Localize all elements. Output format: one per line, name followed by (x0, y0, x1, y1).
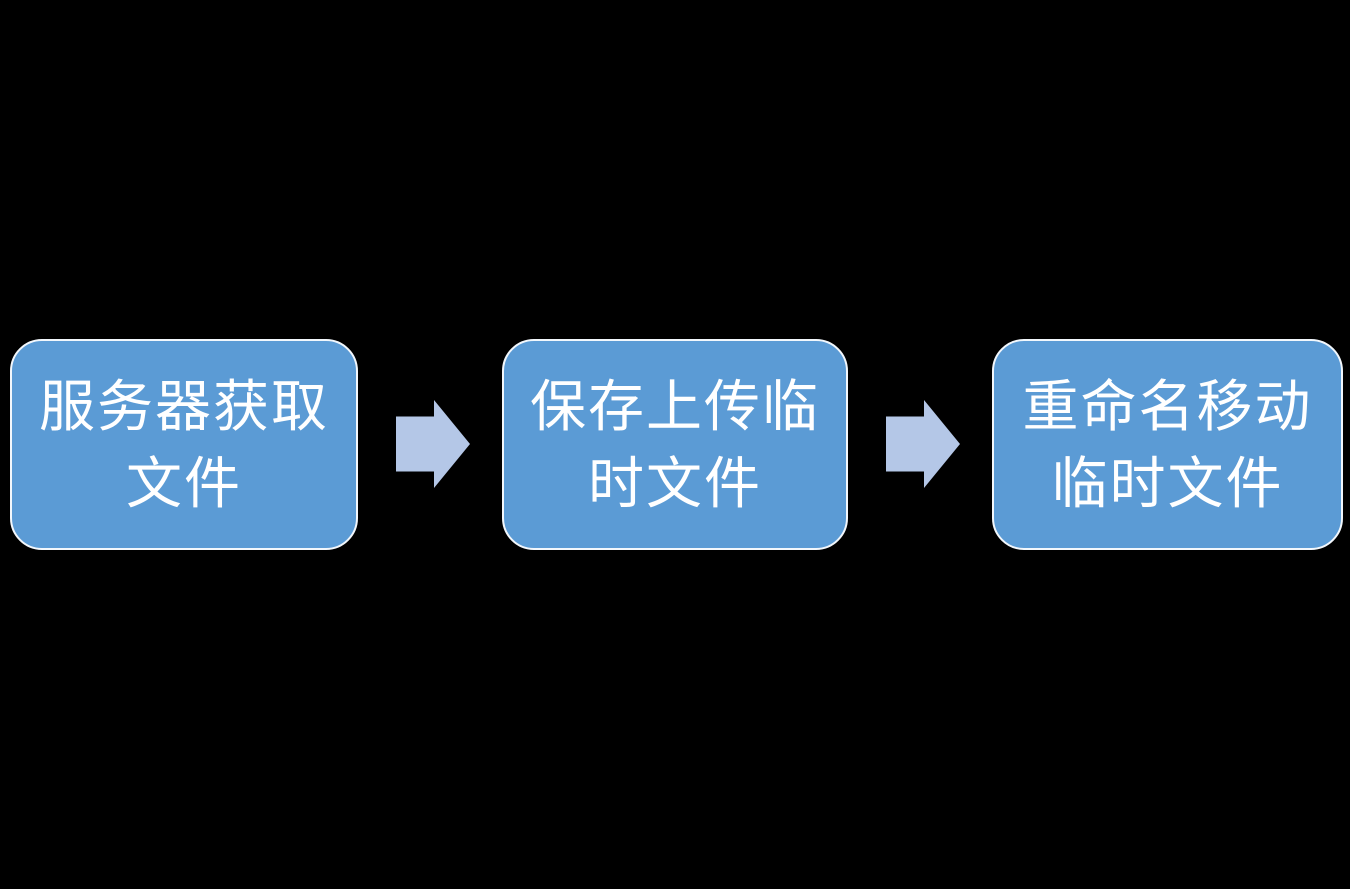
right-arrow-icon (396, 400, 470, 488)
process-step-2: 保存上传临 时文件 (502, 339, 848, 550)
process-step-1: 服务器获取 文件 (10, 339, 358, 550)
step-2-label-line1: 保存上传临 (530, 374, 820, 438)
step-2-label-line2: 时文件 (588, 451, 762, 515)
right-arrow-icon (886, 400, 960, 488)
step-1-label-line2: 文件 (126, 451, 242, 515)
process-step-3: 重命名移动 临时文件 (992, 339, 1343, 550)
right-arrow-shape (396, 400, 470, 488)
step-3-label-line2: 临时文件 (1051, 451, 1284, 515)
right-arrow-shape (886, 400, 960, 488)
step-1-label-line1: 服务器获取 (39, 374, 329, 438)
step-3-label-line1: 重命名移动 (1022, 374, 1313, 438)
